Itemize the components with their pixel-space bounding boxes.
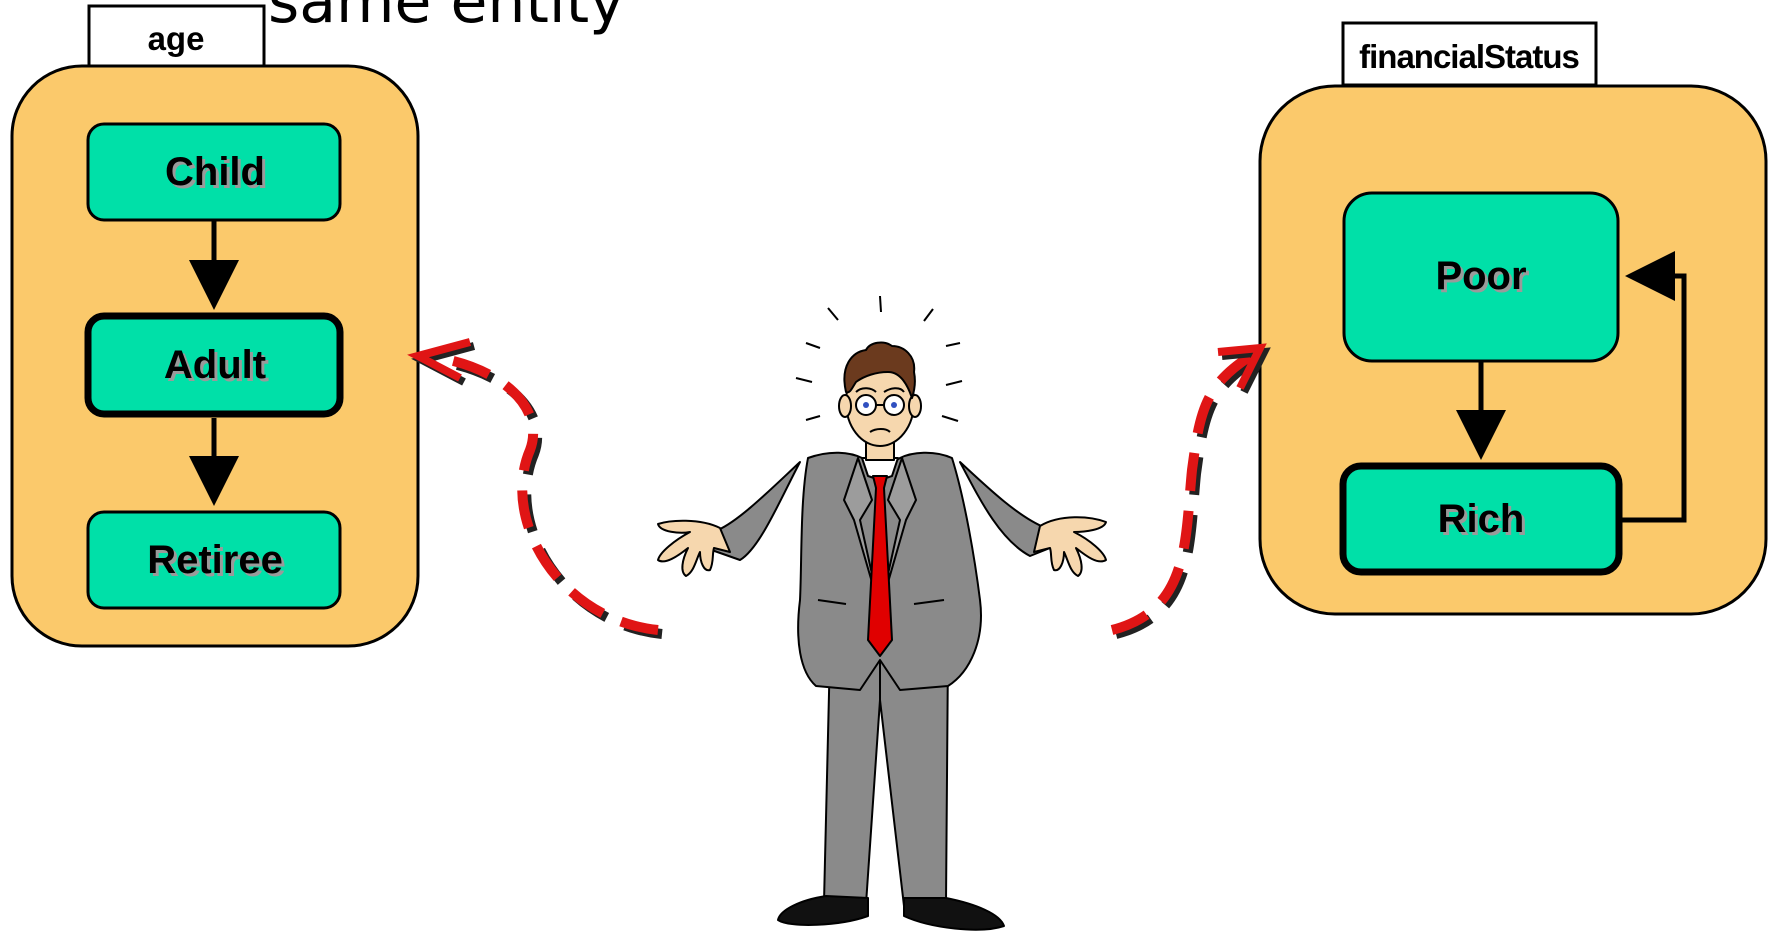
financial-label: financialStatus <box>1359 38 1579 75</box>
right-shoe <box>904 898 1004 930</box>
state-rich-label: Rich <box>1438 497 1525 541</box>
right-ear <box>909 395 921 417</box>
confused-man-illustration <box>658 296 1106 930</box>
state-adult-label: Adult <box>164 343 266 387</box>
state-poor-label: Poor <box>1435 254 1526 298</box>
dashed-arrow-right <box>1112 348 1264 634</box>
state-child-label: Child <box>165 150 265 194</box>
right-hand <box>1034 517 1106 576</box>
state-retiree-label: Retiree <box>147 538 283 582</box>
dashed-arrow-left <box>418 342 662 634</box>
slide-title: same entity <box>268 0 625 37</box>
financial-region: financialStatus Poor Poor Rich Rich <box>1260 23 1766 614</box>
left-ear <box>839 395 851 417</box>
left-hand <box>658 521 730 576</box>
left-shoe <box>778 896 868 925</box>
age-region: age Child Child Adult Adult Retiree Reti… <box>12 6 418 646</box>
age-label: age <box>148 20 205 57</box>
